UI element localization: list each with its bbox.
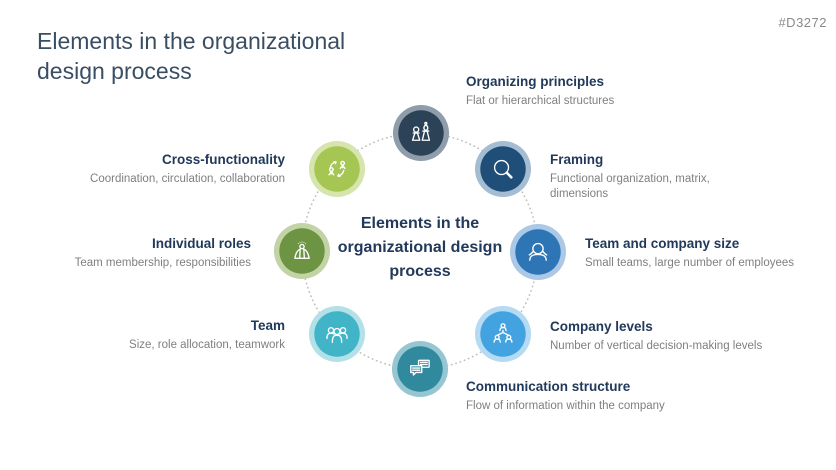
- node-company-levels: [474, 305, 532, 363]
- label-title: Cross-functionality: [161, 152, 285, 167]
- team-icon: [326, 327, 348, 343]
- label-title: Communication structure: [466, 379, 631, 394]
- node-circle: [515, 229, 561, 275]
- node-team: [308, 305, 366, 363]
- label-title: Framing: [550, 152, 604, 167]
- label-title: Organizing principles: [466, 74, 605, 89]
- label-team: Team Size, role allocation, teamwork: [45, 317, 285, 353]
- label-communication-structure: Communication structure Flow of informat…: [466, 378, 716, 414]
- node-organizing-principles: [392, 104, 450, 162]
- circulation-icon: [328, 160, 346, 178]
- node-cross-functionality: [308, 140, 366, 198]
- label-subtitle: Size, role allocation, teamwork: [129, 339, 285, 351]
- org-hierarchy-icon: [493, 323, 513, 343]
- label-subtitle: Small teams, large number of employees: [585, 257, 795, 269]
- label-title: Team: [250, 318, 285, 333]
- magnifier-icon: [493, 159, 513, 179]
- node-team-and-company-size: [509, 223, 567, 281]
- node-individual-roles: [273, 222, 331, 280]
- node-circle: [314, 146, 360, 192]
- label-subtitle: Flow of information within the company: [466, 400, 665, 412]
- diagram-center-title: Elements in the organizational design pr…: [337, 215, 503, 280]
- node-communication-structure: [391, 340, 449, 398]
- label-subtitle: Number of vertical decision-making level…: [550, 340, 763, 352]
- label-organizing-principles: Organizing principles Flat or hierarchic…: [466, 73, 696, 109]
- label-team-and-company-size: Team and company size Small teams, large…: [585, 235, 830, 271]
- person-icon: [528, 242, 548, 261]
- node-circle: [398, 110, 444, 156]
- label-subtitle: Flat or hierarchical structures: [466, 95, 615, 107]
- label-subtitle: Team membership, responsibilities: [74, 257, 251, 269]
- label-cross-functionality: Cross-functionality Coordination, circul…: [45, 151, 285, 187]
- node-framing: [474, 140, 532, 198]
- label-title: Company levels: [550, 319, 653, 334]
- label-company-levels: Company levels Number of vertical decisi…: [550, 318, 802, 354]
- node-circle: [480, 146, 526, 192]
- label-subtitle: Functional organization, matrix, dimensi…: [550, 173, 710, 200]
- individual-role-icon: [294, 241, 310, 260]
- label-framing: Framing Functional organization, matrix,…: [550, 151, 750, 202]
- label-title: Team and company size: [585, 236, 740, 251]
- label-subtitle: Coordination, circulation, collaboration: [90, 173, 285, 185]
- label-title: Individual roles: [151, 236, 251, 251]
- chess-pieces-icon: [411, 121, 431, 141]
- doc-id: #D3272: [778, 15, 827, 30]
- node-circle: [480, 311, 526, 357]
- label-individual-roles: Individual roles Team membership, respon…: [21, 235, 251, 271]
- page-title: Elements in the organizational design pr…: [37, 28, 346, 84]
- chat-bubbles-icon: [410, 359, 430, 376]
- node-circle: [279, 228, 325, 274]
